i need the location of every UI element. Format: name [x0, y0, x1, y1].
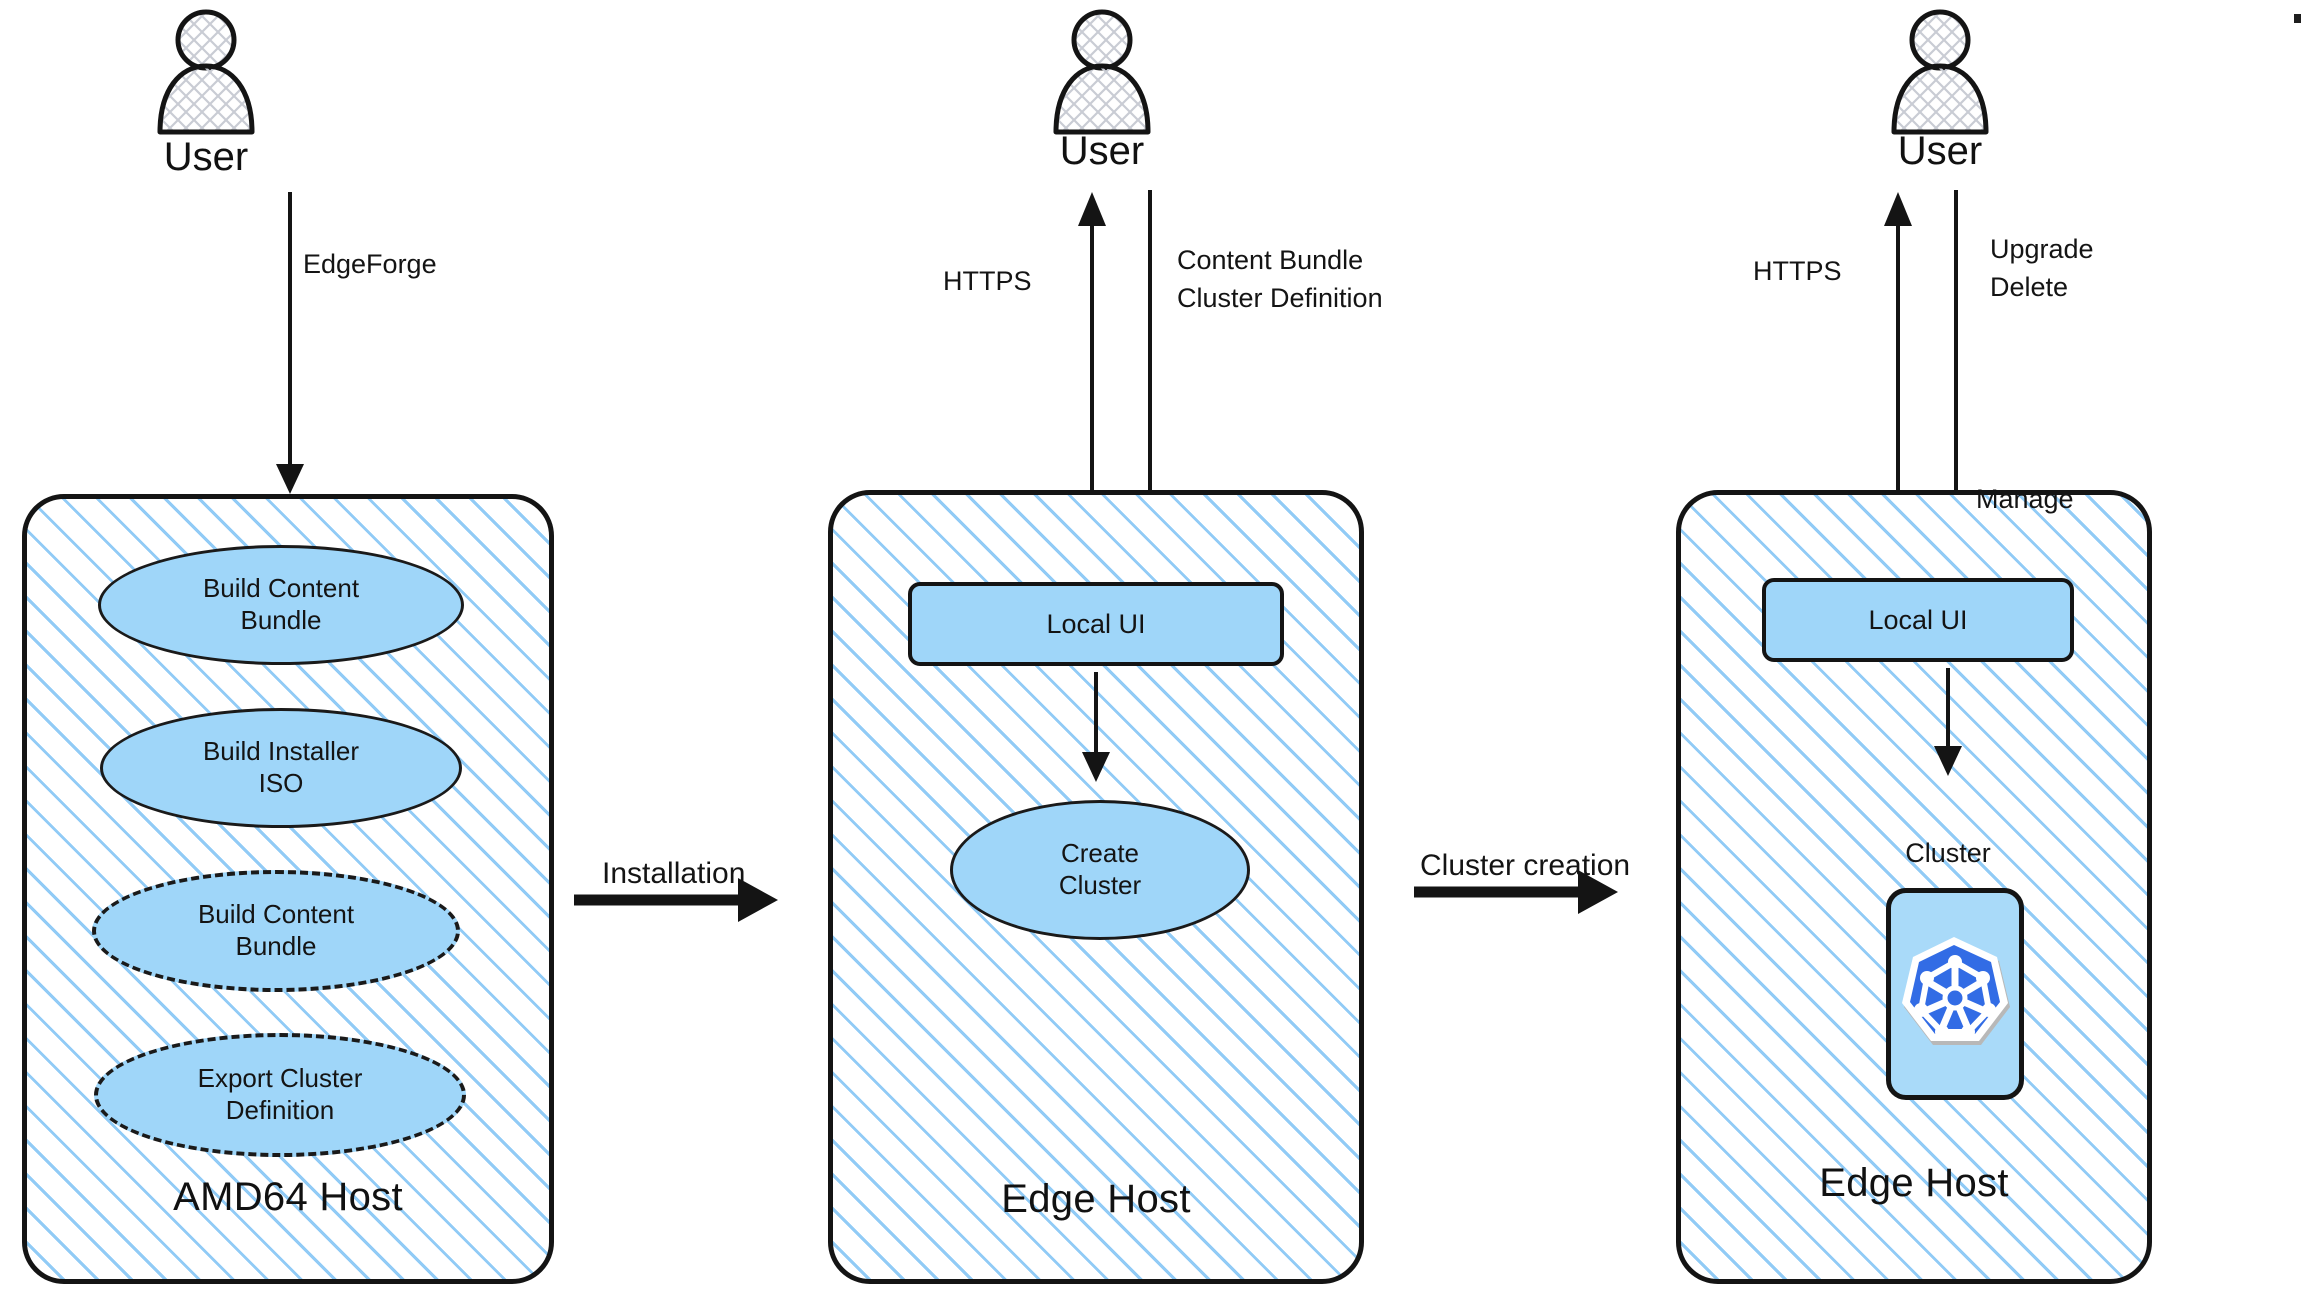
- arrow-cluster-creation: [1412, 862, 1642, 922]
- edge-label-cluster-definition: Cluster Definition: [1177, 283, 1383, 313]
- arrow-user-to-amd64-host: [272, 192, 332, 502]
- node-line-1: Build Content: [197, 899, 355, 930]
- edge-label-upgrade: Upgrade: [1990, 234, 2094, 264]
- node-line-1: Create: [1060, 838, 1140, 869]
- node-export-cluster-definition[interactable]: Export Cluster Definition: [94, 1033, 466, 1157]
- edge-label-https-right: HTTPS: [1753, 256, 1842, 286]
- host-label-edge-middle: Edge Host: [1001, 1177, 1191, 1221]
- edge-label-delete: Delete: [1990, 272, 2069, 302]
- arrow-localui-to-create-cluster: [1076, 672, 1136, 792]
- node-line-1: Build Content: [202, 573, 360, 604]
- node-local-ui-right[interactable]: Local UI: [1762, 578, 2074, 662]
- actor-label-3: User: [1897, 129, 1983, 173]
- edge-label-cluster-creation: Cluster creation: [1420, 849, 1631, 882]
- edge-label-edgeforge: EdgeForge: [303, 249, 437, 279]
- node-line-2: Definition: [225, 1095, 335, 1125]
- node-local-ui-middle[interactable]: Local UI: [908, 582, 1284, 666]
- node-line-1: Export Cluster: [197, 1063, 363, 1094]
- node-build-installer-iso[interactable]: Build Installer ISO: [100, 708, 462, 828]
- edge-label-manage: Manage: [1976, 484, 2074, 514]
- host-label-amd64: AMD64 Host: [173, 1175, 403, 1219]
- node-line-2: Bundle: [240, 605, 322, 635]
- edge-label-https-middle: HTTPS: [943, 266, 1032, 296]
- edge-label-installation: Installation: [602, 857, 746, 890]
- user-actor-icon: [1042, 8, 1162, 138]
- actor-label-2: User: [1059, 129, 1145, 173]
- arrow-localui-to-cluster-manage: [1928, 668, 1988, 788]
- user-actor-icon: [1880, 8, 2000, 138]
- node-cluster-card[interactable]: [1886, 888, 2024, 1100]
- host-label-edge-right: Edge Host: [1819, 1161, 2009, 1205]
- stray-dot-artifact: [2294, 14, 2301, 23]
- node-line-2: Cluster: [1058, 870, 1142, 900]
- node-line-1: Build Installer: [202, 736, 360, 767]
- node-build-content-bundle-2[interactable]: Build Content Bundle: [92, 870, 460, 992]
- cluster-caption: Cluster: [1905, 838, 1991, 868]
- node-line-2: Bundle: [235, 931, 317, 961]
- actor-label-1: User: [163, 135, 249, 179]
- kubernetes-icon: [1895, 932, 2015, 1056]
- edge-label-content-bundle: Content Bundle: [1177, 245, 1364, 275]
- node-build-content-bundle-1[interactable]: Build Content Bundle: [98, 545, 464, 665]
- user-actor-icon: [146, 8, 266, 138]
- arrow-installation: [572, 870, 802, 930]
- node-line-2: ISO: [258, 768, 304, 798]
- node-create-cluster[interactable]: Create Cluster: [950, 800, 1250, 940]
